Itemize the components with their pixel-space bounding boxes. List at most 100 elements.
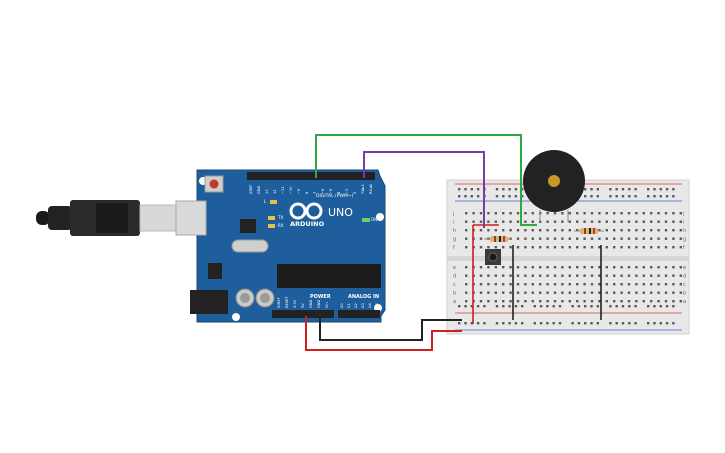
breadboard-hole[interactable] — [487, 229, 490, 232]
breadboard-hole[interactable] — [516, 291, 520, 294]
breadboard-hole[interactable] — [635, 229, 638, 232]
breadboard-hole[interactable] — [672, 188, 675, 191]
breadboard-hole[interactable] — [664, 300, 668, 303]
breadboard-hole[interactable] — [650, 237, 653, 240]
breadboard-hole[interactable] — [546, 266, 549, 269]
breadboard-hole[interactable] — [495, 322, 499, 325]
breadboard-hole[interactable] — [577, 322, 581, 325]
analog-header[interactable] — [338, 310, 380, 318]
breadboard-hole[interactable] — [465, 300, 468, 303]
breadboard-hole[interactable] — [495, 305, 499, 308]
breadboard-hole[interactable] — [509, 212, 512, 215]
breadboard-hole[interactable] — [531, 229, 534, 232]
breadboard-hole[interactable] — [494, 291, 497, 294]
breadboard-hole[interactable] — [502, 322, 505, 325]
breadboard-hole[interactable] — [620, 291, 623, 294]
breadboard-hole[interactable] — [583, 212, 586, 215]
breadboard-hole[interactable] — [568, 266, 571, 269]
breadboard-hole[interactable] — [613, 237, 616, 240]
breadboard-hole[interactable] — [657, 283, 660, 286]
breadboard-hole[interactable] — [590, 283, 594, 286]
breadboard-hole[interactable] — [533, 322, 536, 325]
breadboard-hole[interactable] — [465, 274, 468, 277]
breadboard-hole[interactable] — [672, 220, 675, 223]
breadboard-hole[interactable] — [494, 300, 497, 303]
breadboard-hole[interactable] — [479, 237, 483, 240]
breadboard-hole[interactable] — [502, 220, 505, 223]
breadboard-hole[interactable] — [470, 188, 473, 191]
breadboard-hole[interactable] — [546, 237, 549, 240]
breadboard-hole[interactable] — [642, 291, 645, 294]
breadboard-hole[interactable] — [627, 300, 631, 303]
breadboard-hole[interactable] — [583, 246, 586, 249]
breadboard-hole[interactable] — [494, 220, 497, 223]
breadboard-hole[interactable] — [494, 274, 497, 277]
breadboard-hole[interactable] — [576, 237, 579, 240]
breadboard-hole[interactable] — [590, 212, 594, 215]
breadboard-hole[interactable] — [502, 300, 505, 303]
breadboard-hole[interactable] — [531, 283, 534, 286]
breadboard-hole[interactable] — [479, 212, 483, 215]
breadboard-hole[interactable] — [583, 274, 586, 277]
breadboard-hole[interactable] — [561, 212, 564, 215]
breadboard-hole[interactable] — [479, 291, 483, 294]
breadboard-hole[interactable] — [531, 274, 534, 277]
breadboard-hole[interactable] — [509, 291, 512, 294]
breadboard-hole[interactable] — [472, 220, 475, 223]
breadboard-hole[interactable] — [546, 220, 549, 223]
breadboard-hole[interactable] — [524, 229, 527, 232]
breadboard-hole[interactable] — [672, 322, 675, 325]
breadboard-hole[interactable] — [657, 300, 660, 303]
breadboard-hole[interactable] — [613, 266, 616, 269]
breadboard-hole[interactable] — [672, 266, 675, 269]
breadboard-hole[interactable] — [620, 237, 623, 240]
breadboard-hole[interactable] — [509, 246, 512, 249]
breadboard-hole[interactable] — [487, 283, 490, 286]
breadboard-hole[interactable] — [531, 300, 534, 303]
breadboard-hole[interactable] — [634, 322, 637, 325]
breadboard-hole[interactable] — [598, 300, 601, 303]
breadboard-hole[interactable] — [620, 266, 623, 269]
breadboard-hole[interactable] — [642, 274, 645, 277]
breadboard-hole[interactable] — [465, 212, 468, 215]
breadboard-hole[interactable] — [672, 195, 675, 198]
breadboard-hole[interactable] — [487, 266, 490, 269]
breadboard-hole[interactable] — [650, 283, 653, 286]
breadboard-hole[interactable] — [598, 291, 601, 294]
breadboard-hole[interactable] — [672, 291, 675, 294]
breadboard-hole[interactable] — [653, 188, 656, 191]
breadboard-hole[interactable] — [516, 266, 520, 269]
breadboard-hole[interactable] — [553, 274, 557, 277]
breadboard-hole[interactable] — [665, 195, 669, 198]
breadboard-hole[interactable] — [615, 322, 618, 325]
breadboard-hole[interactable] — [531, 266, 534, 269]
breadboard-hole[interactable] — [620, 212, 623, 215]
breadboard-hole[interactable] — [576, 291, 579, 294]
breadboard-hole[interactable] — [657, 266, 660, 269]
breadboard-hole[interactable] — [615, 195, 618, 198]
breadboard-hole[interactable] — [584, 322, 587, 325]
breadboard-hole[interactable] — [494, 266, 497, 269]
breadboard-hole[interactable] — [583, 283, 586, 286]
breadboard-hole[interactable] — [628, 195, 631, 198]
breadboard-hole[interactable] — [487, 220, 490, 223]
breadboard-hole[interactable] — [679, 274, 682, 277]
breadboard-hole[interactable] — [664, 229, 668, 232]
breadboard-hole[interactable] — [650, 246, 653, 249]
breadboard-hole[interactable] — [539, 246, 542, 249]
breadboard-hole[interactable] — [553, 212, 557, 215]
breadboard-hole[interactable] — [665, 322, 669, 325]
breadboard-hole[interactable] — [546, 300, 549, 303]
breadboard-hole[interactable] — [553, 220, 557, 223]
breadboard-hole[interactable] — [487, 300, 490, 303]
breadboard-hole[interactable] — [568, 212, 571, 215]
breadboard-hole[interactable] — [576, 300, 579, 303]
breadboard-hole[interactable] — [552, 305, 555, 308]
breadboard-hole[interactable] — [509, 274, 512, 277]
breadboard-hole[interactable] — [483, 322, 486, 325]
breadboard-hole[interactable] — [679, 283, 682, 286]
breadboard-hole[interactable] — [470, 305, 473, 308]
breadboard-hole[interactable] — [664, 220, 668, 223]
breadboard-hole[interactable] — [516, 212, 520, 215]
breadboard-hole[interactable] — [476, 322, 480, 325]
